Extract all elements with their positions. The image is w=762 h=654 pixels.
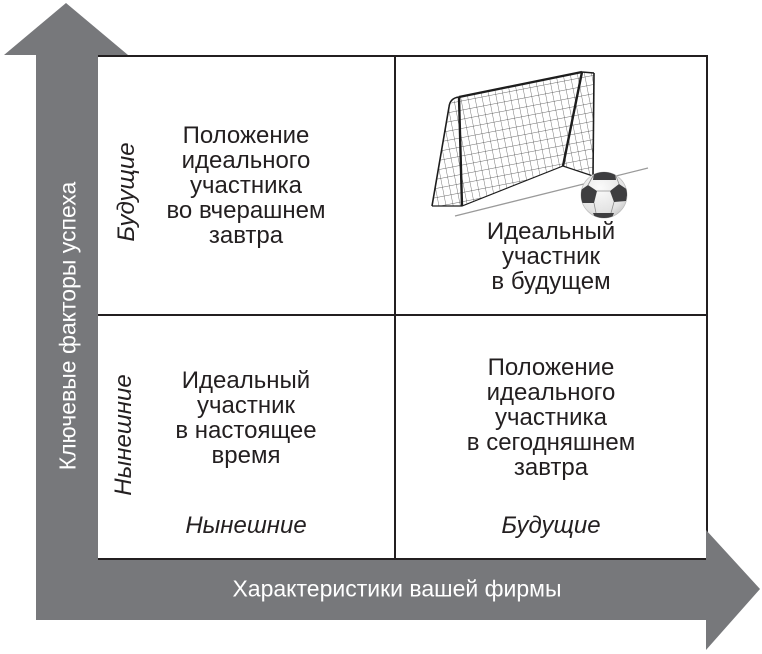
matrix-horizontal-divider bbox=[98, 314, 706, 316]
soccer-goal-illustration bbox=[431, 70, 649, 219]
quadrant-top-left: Положение идеального участника во вчераш… bbox=[98, 57, 394, 314]
x-axis-label: Характеристики вашей фирмы bbox=[232, 575, 562, 602]
y-axis-label: Ключевые факторы успеха bbox=[54, 181, 81, 471]
quadrant-bottom-left-text: Идеальный участник в настоящее время bbox=[175, 367, 317, 469]
quadrant-bottom-left: Идеальный участник в настоящее время bbox=[98, 316, 394, 558]
matrix-vertical-divider bbox=[394, 57, 396, 558]
soccer-goal-icon bbox=[431, 70, 595, 207]
quadrant-top-right-text: Идеальный участник в будущем bbox=[486, 218, 616, 295]
row-label-current: Нынешние bbox=[110, 374, 137, 496]
row-label-future: Будущие bbox=[113, 142, 140, 242]
matrix-frame bbox=[96, 55, 708, 560]
soccer-ball-icon bbox=[580, 171, 628, 219]
column-label-current: Нынешние bbox=[185, 512, 307, 539]
quadrant-top-right: Идеальный участник в будущем bbox=[396, 57, 706, 314]
quadrant-top-left-text: Положение идеального участника во вчераш… bbox=[166, 122, 326, 249]
quadrant-bottom-right-text: Положение идеального участника в сегодня… bbox=[466, 353, 636, 481]
column-label-future: Будущие bbox=[501, 512, 601, 539]
quadrant-bottom-right: Положение идеального участника в сегодня… bbox=[396, 316, 706, 558]
goal-net bbox=[432, 72, 594, 206]
